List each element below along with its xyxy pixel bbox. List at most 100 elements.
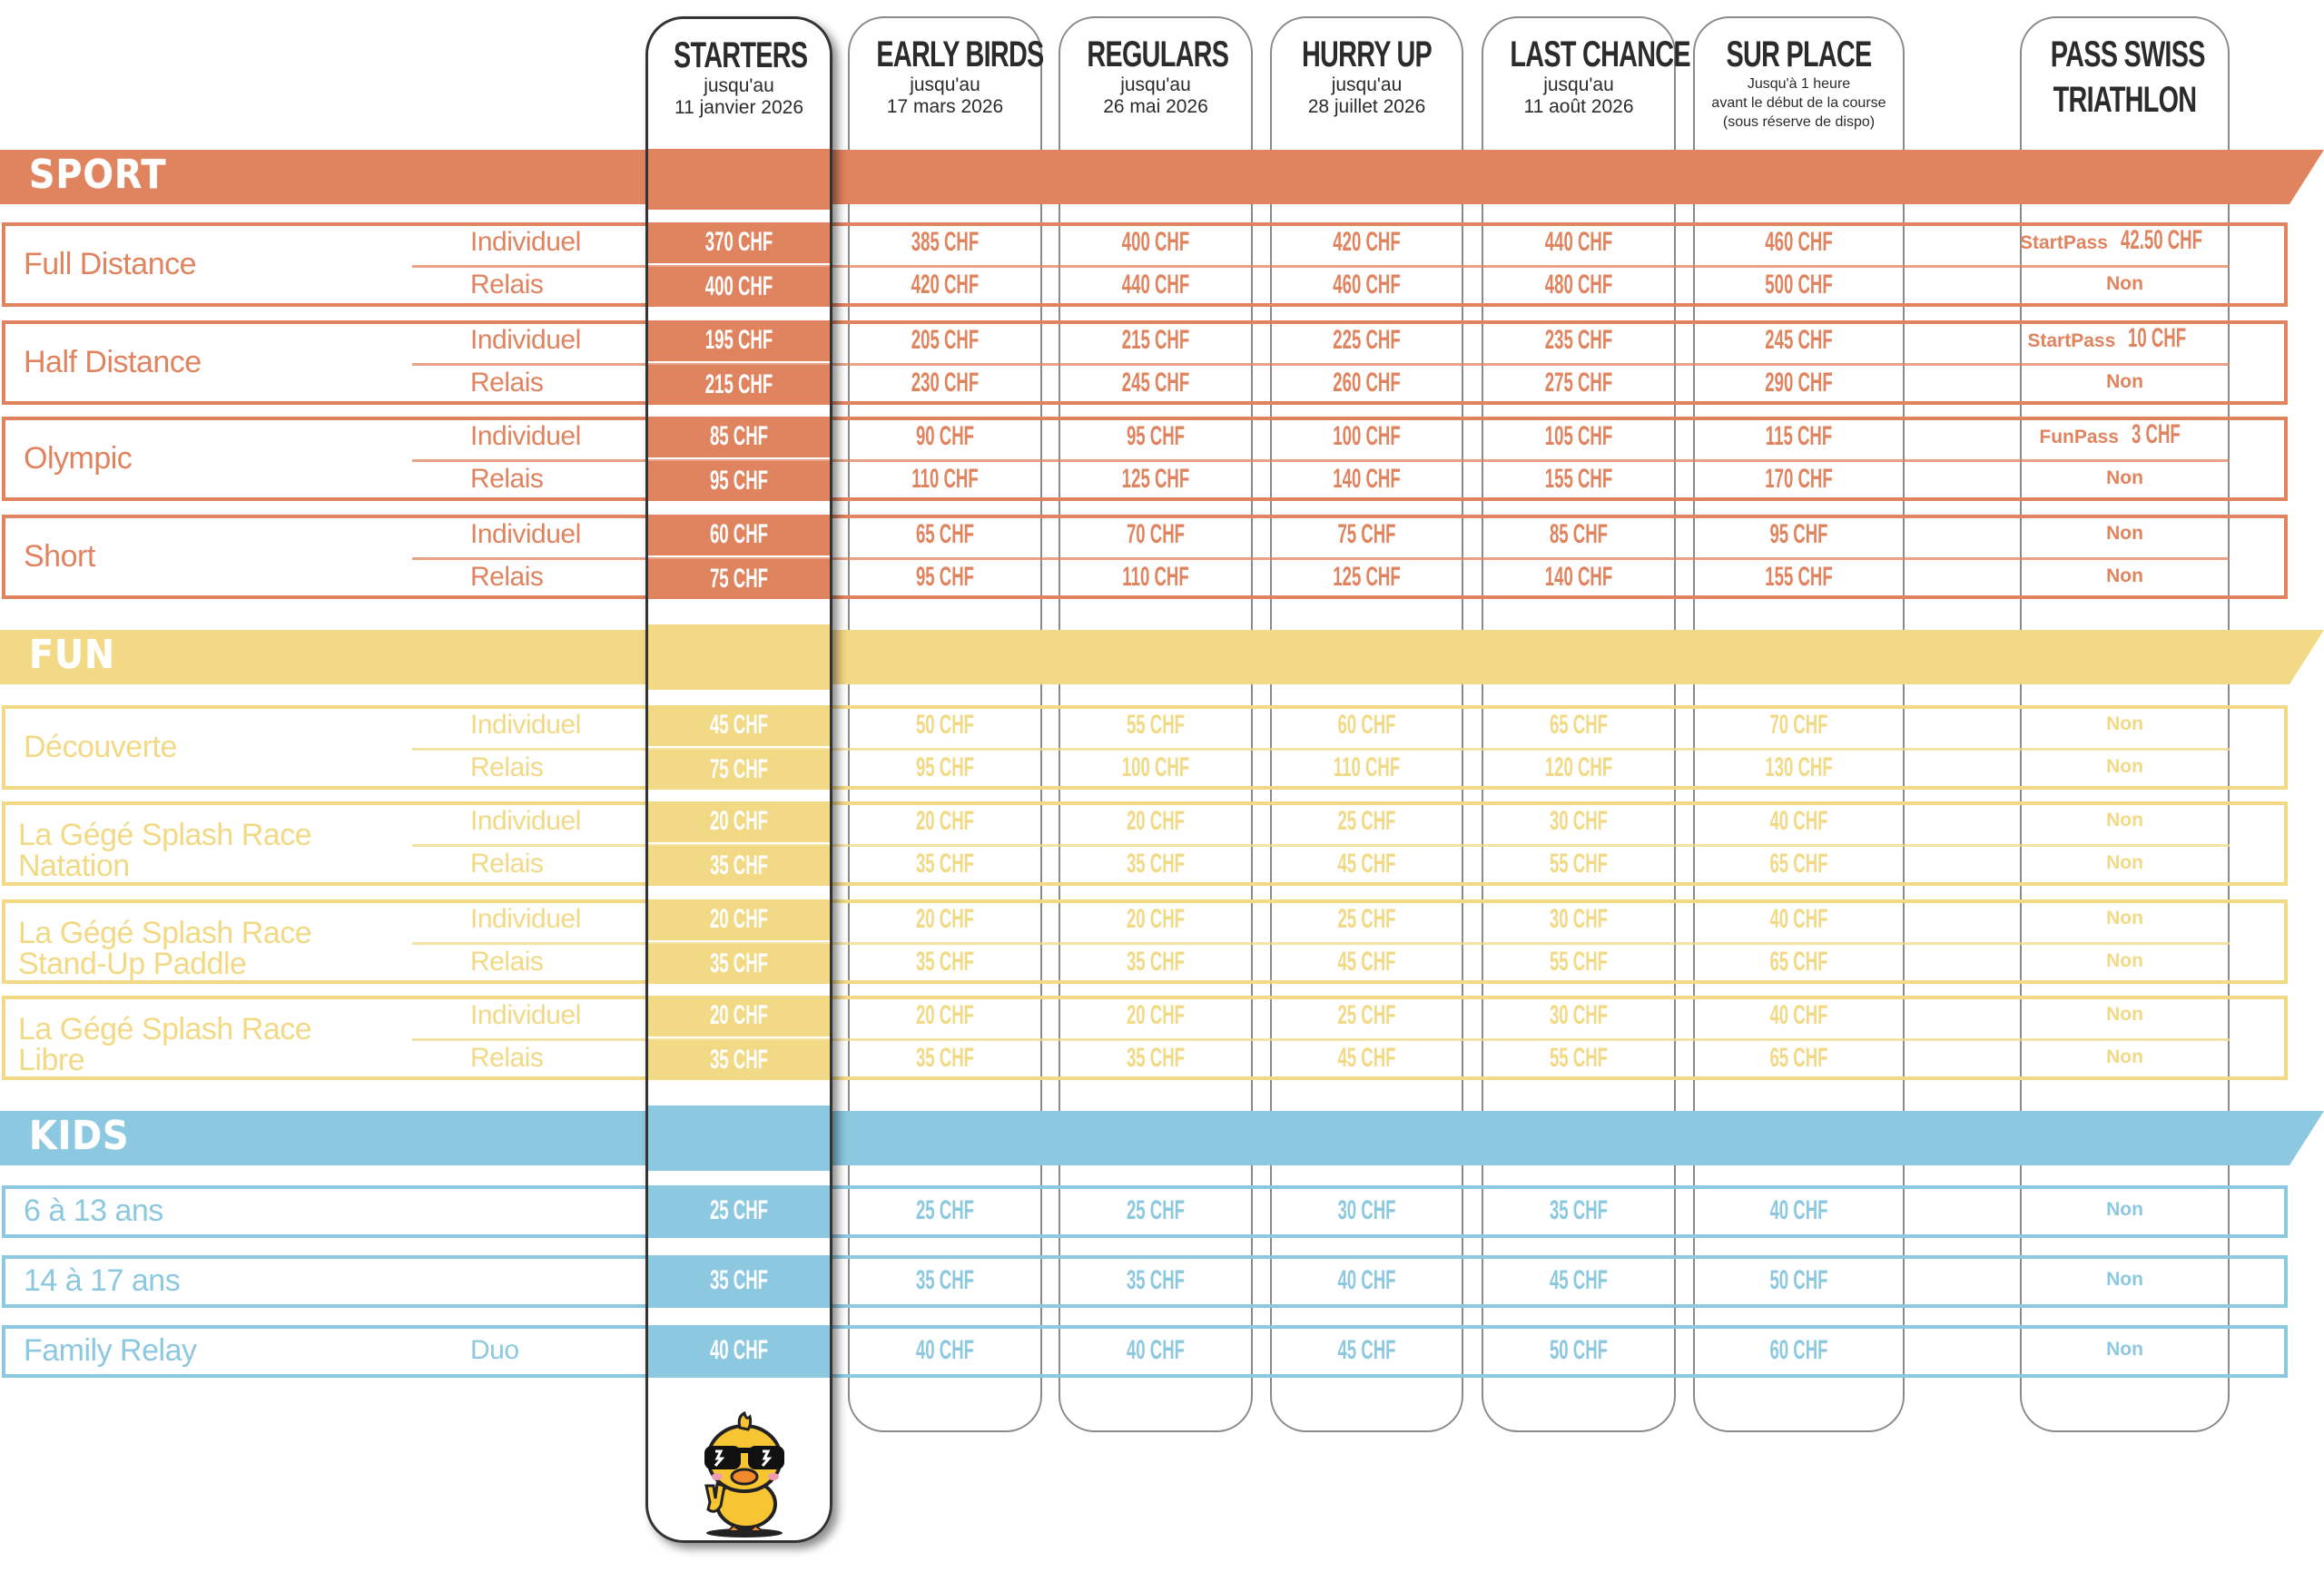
entry-type-label: Individuel xyxy=(470,806,581,837)
price: 20 CHF xyxy=(709,904,769,935)
price: 35 CHF xyxy=(915,848,975,879)
column-early-birds: EARLY BIRDS jusqu'au 17 mars 2026 xyxy=(848,16,1044,1432)
race-row xyxy=(2,705,2288,790)
price: 40 CHF xyxy=(1769,1195,1828,1225)
column-date: 28 juillet 2026 xyxy=(1307,96,1426,117)
race-name: Family Relay xyxy=(24,1333,197,1368)
pass-cell: Non xyxy=(2106,272,2143,294)
column-date: 17 mars 2026 xyxy=(886,96,1004,117)
column-regulars: REGULARS jusqu'au 26 mai 2026 xyxy=(1059,16,1253,1432)
race-name-line2: Libre xyxy=(18,1043,85,1077)
price: 290 CHF xyxy=(1765,367,1833,398)
entry-type-label: Individuel xyxy=(470,421,581,452)
price: 75 CHF xyxy=(1337,519,1396,550)
price: 110 CHF xyxy=(911,463,979,494)
starters-price-cell: 35 CHF xyxy=(648,943,830,984)
pass-cell: Non xyxy=(2106,713,2143,735)
race-row xyxy=(2,417,2288,501)
row-divider xyxy=(412,843,2230,847)
price: 95 CHF xyxy=(915,561,975,592)
price: 500 CHF xyxy=(1765,269,1833,300)
price: 40 CHF xyxy=(915,1335,975,1365)
column-title: SUR PLACE xyxy=(1726,34,1873,74)
price: 195 CHF xyxy=(704,325,773,356)
entry-type-label: Individuel xyxy=(470,325,581,356)
price: 55 CHF xyxy=(1549,1042,1609,1073)
price: 45 CHF xyxy=(1337,848,1396,879)
price: 35 CHF xyxy=(709,1265,769,1295)
pass-cell: Non xyxy=(2106,565,2143,586)
price: 50 CHF xyxy=(1769,1265,1828,1295)
column-title-2: TRIATHLON xyxy=(2053,80,2197,120)
column-pass-swiss-triathlon: PASS SWISS TRIATHLON xyxy=(2020,16,2230,1432)
price: 115 CHF xyxy=(1765,421,1833,452)
race-name: 6 à 13 ans xyxy=(24,1194,163,1228)
price: 245 CHF xyxy=(1765,325,1833,356)
price: 460 CHF xyxy=(1333,269,1401,300)
price: 30 CHF xyxy=(1549,1000,1609,1031)
price: 95 CHF xyxy=(915,752,975,782)
starters-price-cell: 35 CHF xyxy=(648,1255,830,1306)
starters-band-cell xyxy=(648,624,830,690)
race-row xyxy=(2,1325,2288,1378)
race-row xyxy=(2,1255,2288,1308)
row-divider xyxy=(412,458,2230,462)
price: 75 CHF xyxy=(709,563,769,594)
price: 30 CHF xyxy=(1549,806,1609,837)
race-name: Half Distance xyxy=(24,344,202,379)
price: 40 CHF xyxy=(1337,1265,1396,1295)
race-row xyxy=(2,899,2288,984)
duck-mascot-icon xyxy=(704,1411,784,1538)
price: 110 CHF xyxy=(1122,561,1189,592)
price: 20 CHF xyxy=(915,904,975,935)
price: 35 CHF xyxy=(709,1044,769,1075)
price: 50 CHF xyxy=(915,710,975,741)
price: 100 CHF xyxy=(1121,752,1190,782)
price: 260 CHF xyxy=(1333,367,1401,398)
column-title: PASS SWISS xyxy=(2050,34,2206,74)
entry-type-label: Relais xyxy=(470,848,544,879)
column-date: 11 août 2026 xyxy=(1523,96,1634,117)
price: 140 CHF xyxy=(1544,561,1613,592)
band-sport xyxy=(0,150,2324,204)
race-row xyxy=(2,222,2288,307)
column-title: REGULARS xyxy=(1087,34,1229,74)
row-divider xyxy=(412,556,2230,560)
price: 35 CHF xyxy=(915,1042,975,1073)
price: 25 CHF xyxy=(1337,1000,1396,1031)
price: 275 CHF xyxy=(1544,367,1613,398)
price: 460 CHF xyxy=(1765,227,1833,258)
price: 65 CHF xyxy=(1769,946,1828,977)
entry-type-label: Individuel xyxy=(470,1000,581,1031)
entry-type-label: Individuel xyxy=(470,519,581,550)
race-name-line1: La Gégé Splash Race xyxy=(18,916,312,950)
band-fun xyxy=(0,630,2324,684)
entry-type-label: Relais xyxy=(470,463,544,494)
starters-price-cell: 60 CHF xyxy=(648,515,830,555)
column-date: 11 janvier 2026 xyxy=(674,97,804,118)
race-name: Short xyxy=(24,538,95,574)
column-hurry-up: HURRY UP jusqu'au 28 juillet 2026 xyxy=(1270,16,1463,1432)
row-divider xyxy=(412,362,2230,366)
column-sub: Jusqu'à 1 heure xyxy=(1747,76,1851,92)
pass-cell: Non xyxy=(2106,851,2143,873)
starters-price-cell: 195 CHF xyxy=(648,320,830,361)
price: 110 CHF xyxy=(1333,752,1401,782)
entry-type-label: Relais xyxy=(470,1042,544,1073)
price: 125 CHF xyxy=(1121,463,1190,494)
price: 95 CHF xyxy=(709,465,769,496)
price: 420 CHF xyxy=(911,269,980,300)
pass-cell: Non xyxy=(2106,755,2143,777)
pass-cell: Non xyxy=(2106,1199,2143,1220)
price: 440 CHF xyxy=(1121,269,1190,300)
price: 60 CHF xyxy=(709,519,769,550)
price: 95 CHF xyxy=(1769,519,1828,550)
race-name-line1: La Gégé Splash Race xyxy=(18,818,312,852)
column-sub: jusqu'au xyxy=(1543,74,1614,95)
pass-cell: Non xyxy=(2106,523,2143,545)
section-label-fun: FUN xyxy=(29,632,116,678)
band-sport-shape xyxy=(0,150,2324,204)
price: 30 CHF xyxy=(1549,904,1609,935)
